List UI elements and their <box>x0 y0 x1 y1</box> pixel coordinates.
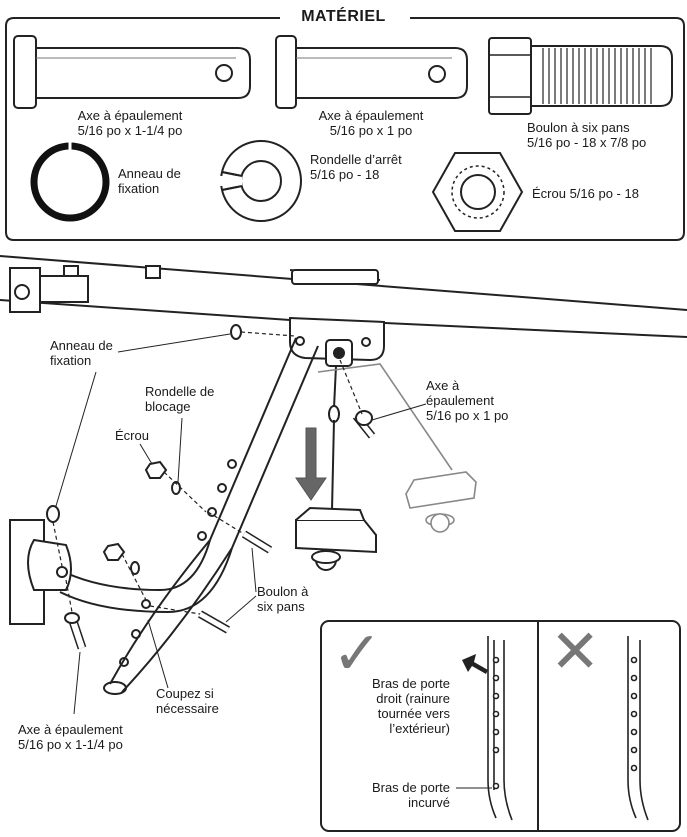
clevis-pin-long-icon <box>13 35 251 109</box>
callout-hex-bolt: Boulon à six pans <box>257 584 309 614</box>
material-label-retaining-ring: Anneau de fixation <box>118 166 181 196</box>
material-label-clevis-pin-long: Axe à épaulement 5/16 po x 1-1/4 po <box>77 108 183 138</box>
callout-shoulder-pin-short: Axe à épaulement 5/16 po x 1 po <box>426 378 509 423</box>
retaining-ring-icon <box>30 142 110 222</box>
callout-shoulder-pin-long: Axe à épaulement 5/16 po x 1-1/4 po <box>18 722 123 752</box>
callout-retaining-ring: Anneau de fixation <box>50 338 113 368</box>
checkmark-icon: ✓ <box>332 619 383 689</box>
cross-icon: ✕ <box>550 617 601 687</box>
material-label-hex-bolt: Boulon à six pans 5/16 po - 18 x 7/8 po <box>527 120 647 150</box>
callout-nut: Écrou <box>115 428 149 443</box>
orientation-inset <box>320 620 681 832</box>
inset-label-straight-arm: Bras de porte droit (rainure tournée ver… <box>371 676 450 736</box>
callout-lock-washer: Rondelle de blocage <box>145 384 215 414</box>
material-label-lock-washer: Rondelle d’arrêt 5/16 po - 18 <box>310 152 402 182</box>
material-label-clevis-pin-short: Axe à épaulement 5/16 po x 1 po <box>318 108 424 138</box>
callout-cut-if-needed: Coupez si nécessaire <box>156 686 219 716</box>
inset-label-curved-arm: Bras de porte incurvé <box>371 780 450 810</box>
assembly-illustration <box>0 255 687 715</box>
hex-nut-icon <box>431 152 524 232</box>
hex-bolt-icon <box>488 37 673 115</box>
materials-title: MATÉRIEL <box>301 8 386 25</box>
clevis-pin-short-icon <box>275 35 468 109</box>
lock-washer-icon <box>218 140 302 222</box>
material-label-hex-nut: Écrou 5/16 po - 18 <box>532 186 639 201</box>
materials-panel <box>5 17 685 241</box>
